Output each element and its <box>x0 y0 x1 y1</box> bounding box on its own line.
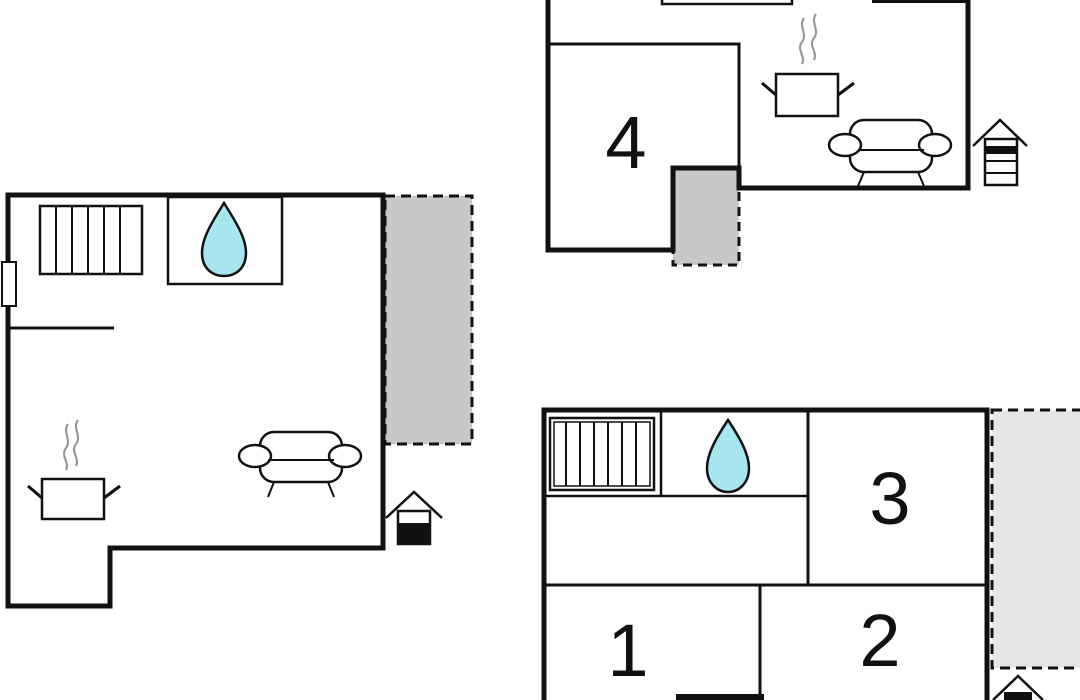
terrace-area <box>383 194 474 446</box>
shower-icon <box>548 416 656 492</box>
outer-wall <box>545 0 971 253</box>
bathroom-box <box>166 195 284 286</box>
window-top <box>660 0 794 6</box>
water-drop-icon <box>200 200 248 278</box>
kitchen-pot-icon <box>761 13 855 118</box>
floor-plan-lower-right: 3 1 2 <box>541 407 1080 700</box>
outer-wall <box>541 407 990 700</box>
terrace-area <box>671 166 741 267</box>
room-3-label: 3 <box>869 457 910 540</box>
bottom-bar <box>676 694 764 700</box>
window-marker <box>1 261 17 307</box>
entrance-house-icon <box>385 490 443 546</box>
entrance-house-icon <box>992 674 1044 700</box>
terrace-area <box>990 408 1080 670</box>
armchair-icon <box>237 430 363 498</box>
shower-icon <box>38 204 144 276</box>
room-4-wall <box>548 42 741 168</box>
kitchen-pot-icon <box>27 419 121 521</box>
room-1-label: 1 <box>607 609 648 692</box>
armchair-icon <box>827 118 953 187</box>
room-4-label: 4 <box>605 101 646 184</box>
floor-plan-upper-right: 4 <box>545 0 1028 267</box>
floor-plan-left <box>1 192 474 609</box>
water-drop-icon <box>705 417 751 494</box>
outer-wall <box>5 192 386 609</box>
room-2-label: 2 <box>859 599 900 682</box>
entrance-house-icon <box>972 118 1028 187</box>
